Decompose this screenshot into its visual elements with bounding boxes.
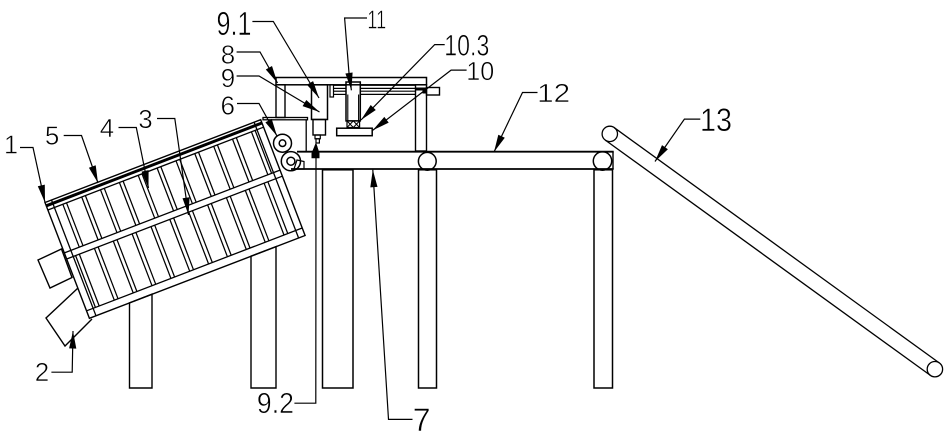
svg-text:9: 9 xyxy=(221,63,235,93)
svg-text:10.3: 10.3 xyxy=(444,29,489,62)
svg-text:12: 12 xyxy=(537,78,570,108)
svg-text:8: 8 xyxy=(221,40,235,70)
svg-text:7: 7 xyxy=(413,402,431,438)
svg-text:9.1: 9.1 xyxy=(217,5,252,42)
svg-text:9.2: 9.2 xyxy=(257,388,294,420)
svg-text:4: 4 xyxy=(100,113,114,143)
svg-text:13: 13 xyxy=(700,102,732,138)
svg-text:5: 5 xyxy=(45,121,59,151)
svg-text:11: 11 xyxy=(367,5,386,35)
svg-text:6: 6 xyxy=(221,91,235,121)
svg-text:3: 3 xyxy=(138,104,152,134)
svg-text:10: 10 xyxy=(466,56,494,86)
svg-text:1: 1 xyxy=(4,130,18,160)
svg-text:2: 2 xyxy=(35,357,49,387)
